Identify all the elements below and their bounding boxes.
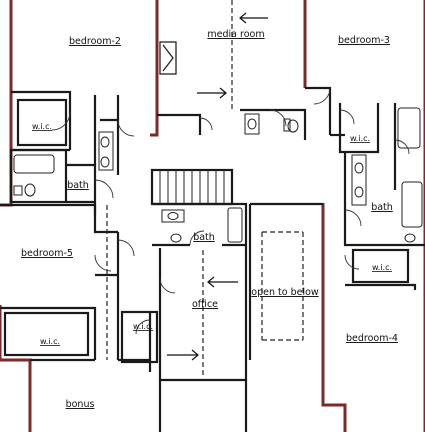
room-label-bedroom-3: bedroom-3: [338, 35, 390, 46]
toilet-icon: [283, 118, 299, 133]
bathtub-icon: [401, 181, 423, 228]
room-label-bedroom-2: bedroom-2: [69, 36, 121, 47]
bathtub-icon: [13, 154, 55, 174]
room-label-bonus: bonus: [66, 399, 95, 410]
room-label-bath-left: bath: [67, 180, 89, 191]
room-label-bedroom-4: bedroom-4: [346, 333, 398, 344]
door-swing-icon: [51, 87, 410, 335]
sink-icon: [98, 131, 114, 171]
toilet-icon: [13, 183, 36, 197]
room-label-bedroom-5: bedroom-5: [21, 248, 73, 259]
toilet-icon: [404, 233, 416, 243]
direction-arrow-icon: [207, 276, 238, 288]
room-label-office: office: [192, 299, 218, 310]
room-label-bath-center: bath: [193, 232, 215, 243]
closet-label-wic-right: w.i.c.: [372, 263, 392, 272]
direction-arrow-icon: [197, 87, 227, 99]
bathtub-icon: [227, 207, 243, 243]
bathtub-icon: [397, 107, 421, 149]
room-label-open-to-below: open to below: [251, 287, 319, 298]
closet-label-wic-center: w.i.c.: [133, 322, 153, 331]
sink-icon: [351, 154, 367, 206]
closet-label-wic-top-left: w.i.c.: [32, 122, 52, 131]
closet-label-wic-top-right: w.i.c.: [350, 134, 370, 143]
direction-arrow-icon: [239, 12, 268, 24]
staircase-icon: [159, 170, 225, 204]
toilet-icon: [170, 233, 182, 243]
dashed-lines: [106, 0, 304, 375]
interior-walls: [0, 86, 425, 432]
closet-label-wic-bottom-left: w.i.c.: [40, 337, 60, 346]
room-label-bath-right: bath: [371, 202, 393, 213]
room-label-media-room: media room: [207, 29, 264, 40]
sink-icon: [244, 113, 260, 135]
direction-arrow-icon: [167, 349, 199, 361]
sink-icon: [161, 209, 185, 223]
fireplace-icon: [159, 41, 177, 75]
